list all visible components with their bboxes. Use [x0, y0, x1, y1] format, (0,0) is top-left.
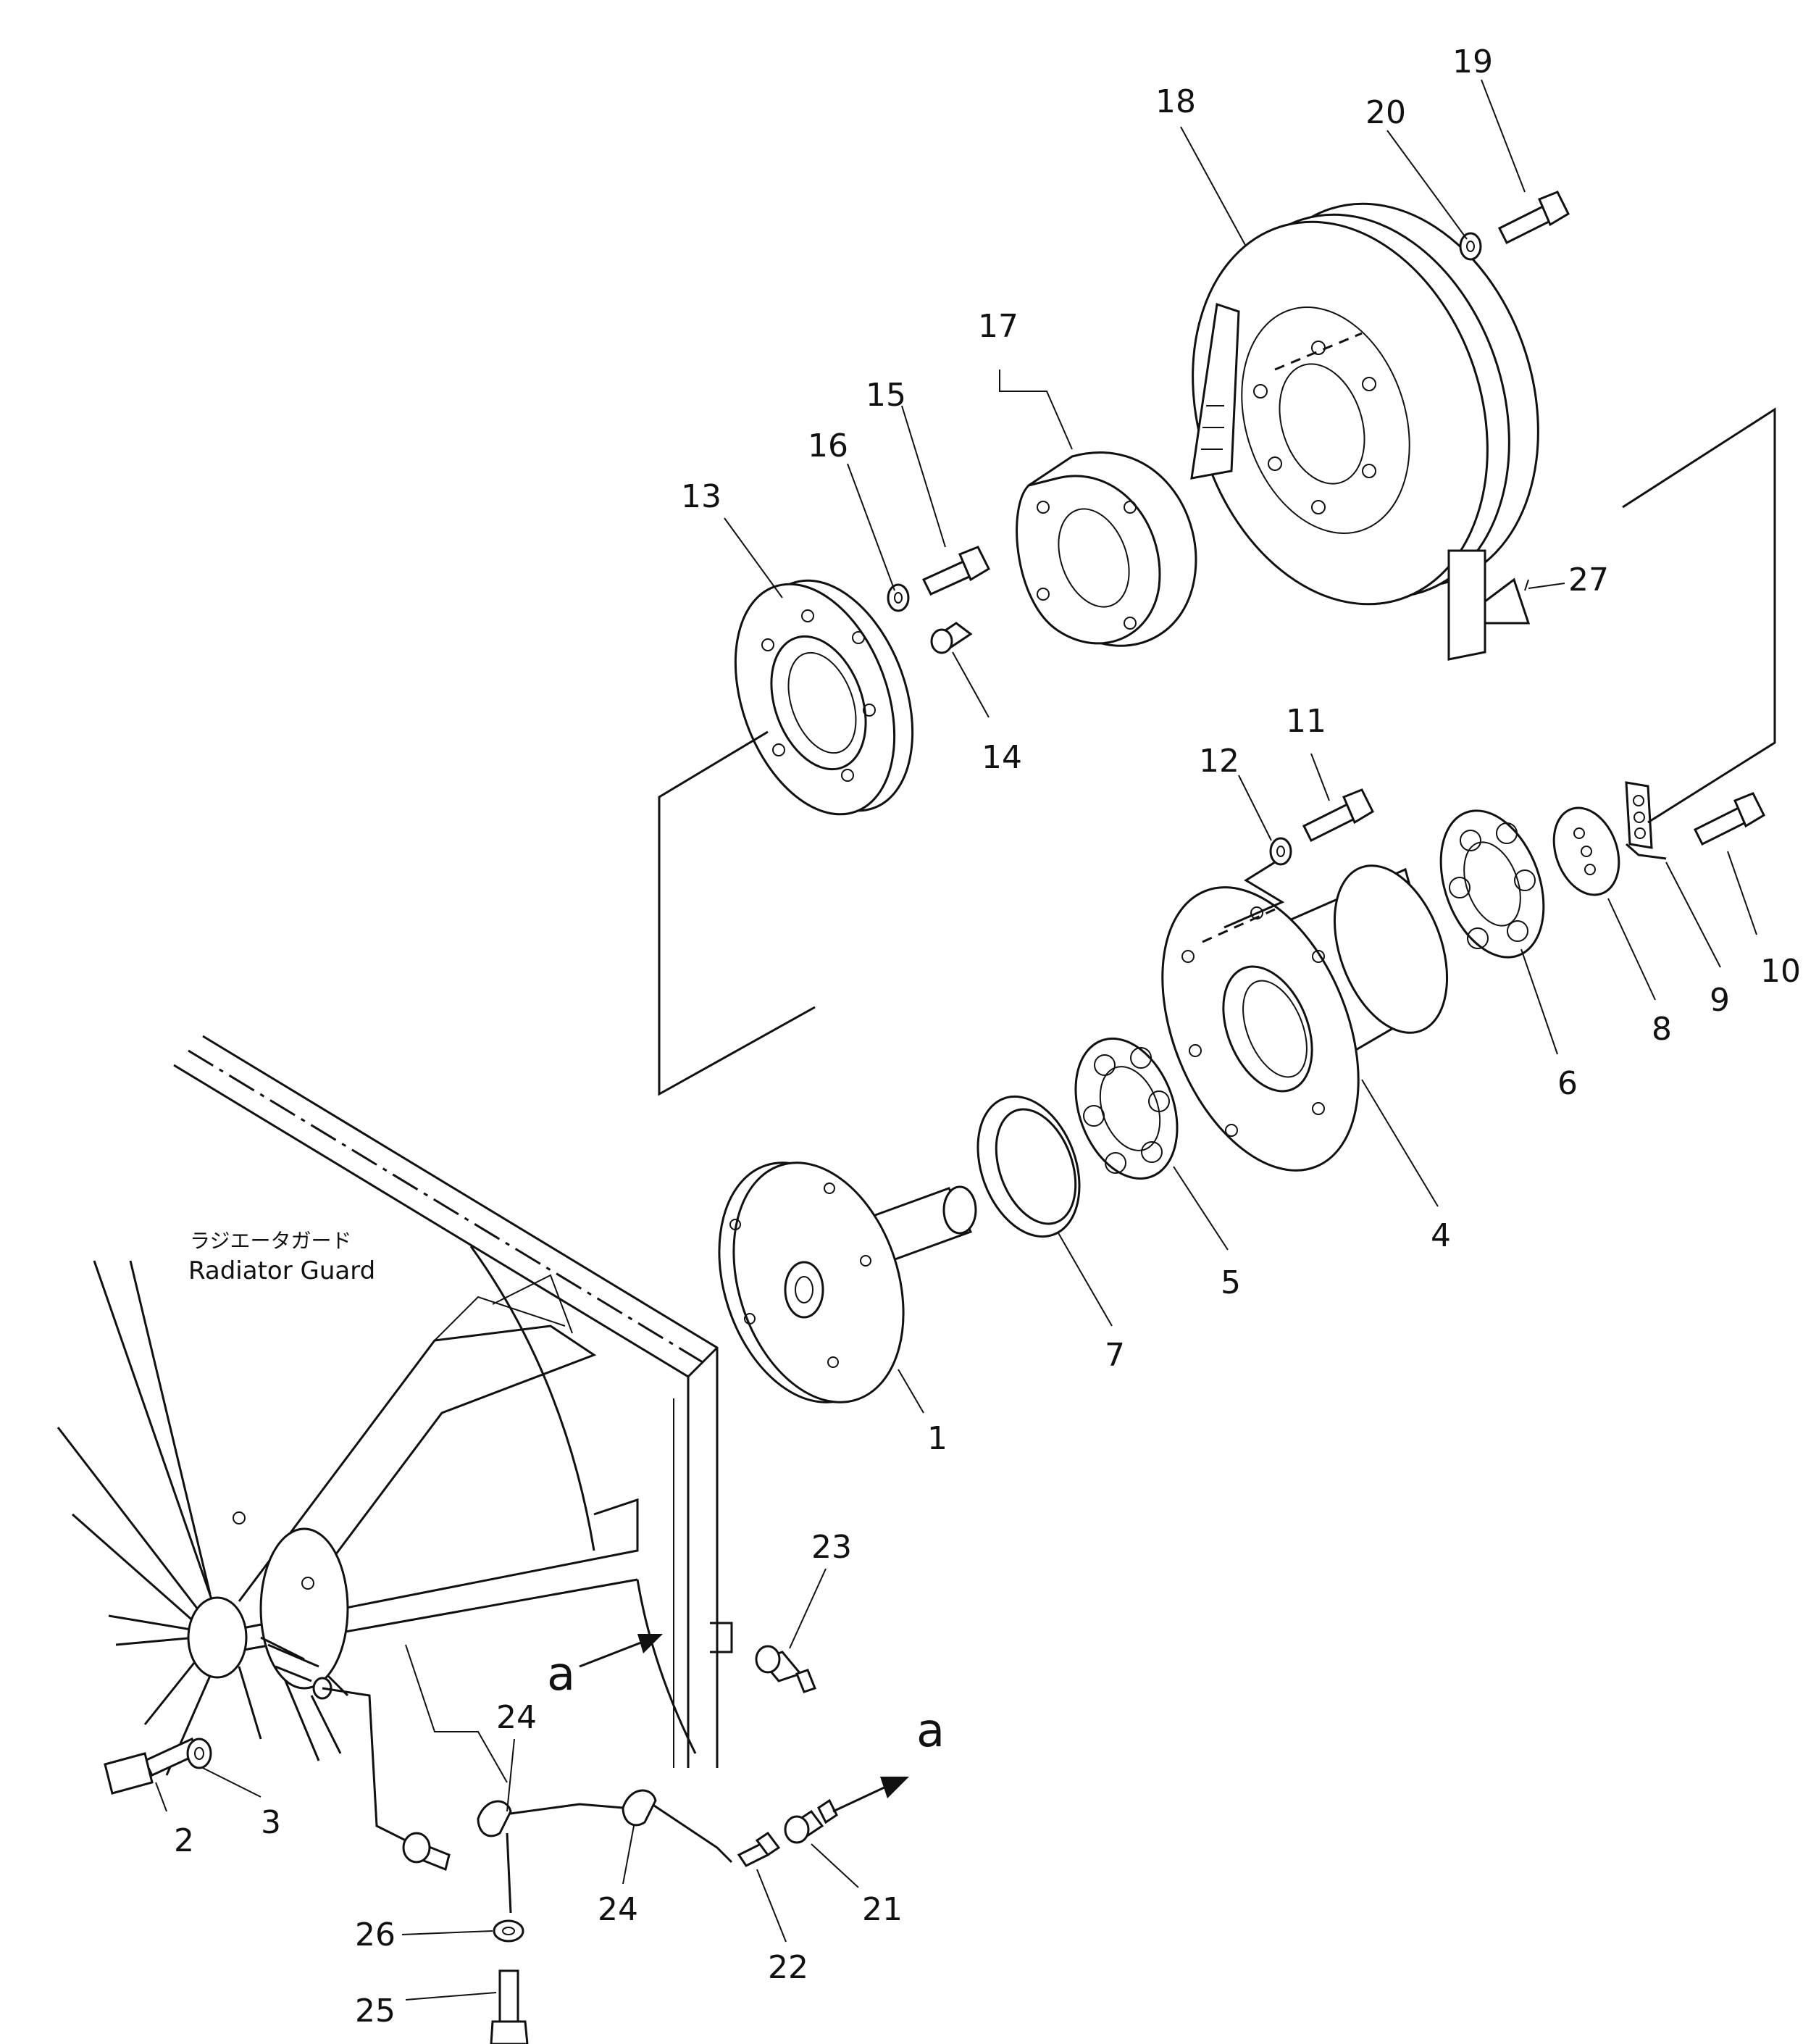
- part-24-clamp-left: [477, 1800, 512, 1837]
- callout-23: 23: [811, 1529, 852, 1566]
- callout-15: 15: [866, 377, 906, 414]
- part-2-bolt: [104, 1738, 201, 1795]
- radiator-guard-frame: [57, 1035, 733, 1783]
- callout-5: 5: [1221, 1264, 1241, 1301]
- callout-11: 11: [1286, 703, 1326, 740]
- part-12-washer: [1269, 837, 1292, 866]
- part-1-shaft-flange: [718, 1161, 977, 1403]
- callout-24-upper: 24: [496, 1699, 537, 1736]
- part-24-clamp-right: [622, 1789, 657, 1827]
- callout-6: 6: [1557, 1065, 1578, 1102]
- part-14-grease-fitting: [930, 622, 973, 654]
- part-19-bolt: [1497, 191, 1570, 245]
- part-5-bearing: [1074, 1037, 1179, 1180]
- part-20-washer: [1459, 232, 1482, 261]
- arrow-a-lower-label: a: [916, 1704, 945, 1758]
- callout-14: 14: [982, 739, 1022, 776]
- part-16-washer: [887, 583, 910, 612]
- callout-16: 16: [808, 427, 848, 464]
- callout-numbers: 1 2 3 4 5 6 7 8 9 10 11 12 13 14 15 16 1…: [174, 43, 1801, 2030]
- callout-9: 9: [1710, 982, 1730, 1019]
- callout-13: 13: [681, 478, 721, 515]
- part-22-fitting: [737, 1831, 781, 1867]
- callout-10: 10: [1760, 953, 1801, 990]
- alignment-lines: [658, 407, 1776, 1096]
- part-15-bolt: [921, 546, 990, 596]
- callout-7: 7: [1105, 1337, 1125, 1374]
- part-10-bolt: [1693, 792, 1765, 846]
- callout-18: 18: [1155, 83, 1196, 120]
- fan-blades: [57, 1260, 349, 1776]
- arrow-a-upper: [579, 1634, 663, 1668]
- callout-19: 19: [1452, 43, 1493, 80]
- part-11-bolt: [1302, 788, 1374, 843]
- callout-20: 20: [1365, 94, 1406, 131]
- part-26-washer: [493, 1919, 524, 1943]
- part-21-fitting: [784, 1798, 838, 1844]
- callout-24-lower: 24: [598, 1891, 638, 1928]
- callout-17: 17: [978, 308, 1018, 345]
- callout-1: 1: [927, 1420, 947, 1457]
- part-3-washer: [186, 1738, 212, 1769]
- part-9-plate: [1625, 781, 1667, 860]
- callout-21: 21: [862, 1891, 903, 1928]
- callout-2: 2: [174, 1822, 194, 1859]
- callout-3: 3: [261, 1804, 281, 1841]
- grease-line: [322, 1687, 733, 1914]
- callout-4: 4: [1431, 1217, 1451, 1254]
- callout-22: 22: [768, 1949, 808, 1986]
- arrow-a-lower: [832, 1777, 909, 1813]
- callout-25: 25: [355, 1993, 396, 2030]
- part-27-belt: [1190, 303, 1531, 661]
- radiator-guard-label-jp: ラジエータガード: [190, 1229, 351, 1253]
- part-4-housing: [1161, 864, 1449, 1172]
- callout-8: 8: [1652, 1011, 1672, 1048]
- arrow-a-upper-label: a: [547, 1648, 575, 1701]
- part-25-bolt: [490, 1969, 529, 2044]
- guard-mount-bolt: [402, 1832, 451, 1872]
- part-8-cap: [1552, 806, 1620, 896]
- callout-12: 12: [1199, 743, 1239, 780]
- leader-lines: [155, 79, 1757, 2001]
- radiator-guard-label-en: Radiator Guard: [188, 1256, 375, 1285]
- part-6-bearing: [1439, 809, 1545, 959]
- callout-27: 27: [1568, 562, 1609, 598]
- part-23-fitting: [755, 1645, 816, 1693]
- part-18-pulley: [1192, 202, 1539, 606]
- fan-hub: [187, 1511, 349, 1690]
- part-13-flange: [734, 579, 914, 816]
- callout-26: 26: [355, 1916, 396, 1953]
- part-7-seal: [976, 1095, 1081, 1238]
- part-17-plate: [1016, 451, 1197, 647]
